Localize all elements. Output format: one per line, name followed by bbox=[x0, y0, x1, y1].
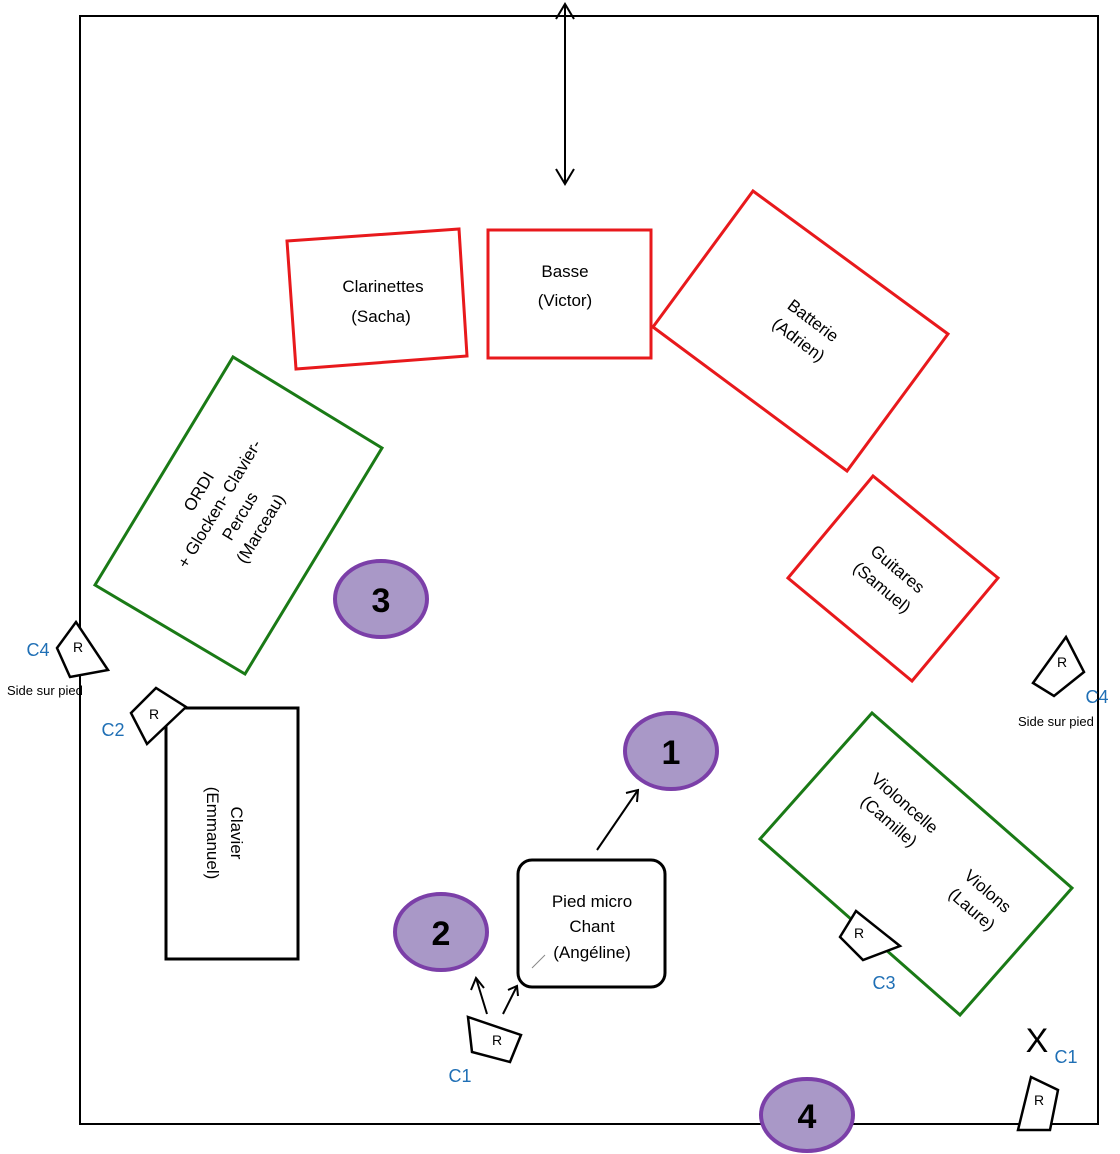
camera-c2-r: R bbox=[149, 706, 159, 722]
camera-c3: R C3 bbox=[838, 909, 903, 993]
camera-c3-r: R bbox=[854, 925, 864, 941]
side-right-label: Side sur pied bbox=[1018, 714, 1094, 729]
camera-c4-right: R C4 Side sur pied bbox=[1018, 634, 1109, 729]
chant-label: Pied micro bbox=[552, 892, 632, 911]
clarinettes-label: Clarinettes bbox=[342, 277, 423, 296]
clavier-label: Clavier bbox=[227, 807, 246, 860]
position-2: 2 bbox=[393, 892, 489, 972]
camera-c1-right-label: C1 bbox=[1054, 1047, 1077, 1067]
x-marker: X bbox=[1026, 1022, 1049, 1060]
position-4-number: 4 bbox=[798, 1098, 817, 1136]
zone-basse: Basse (Victor) bbox=[486, 228, 653, 360]
entrance-double-arrow bbox=[555, 2, 575, 186]
camera-c1-bottom: R C1 bbox=[448, 1015, 523, 1086]
chant-singer: (Angéline) bbox=[553, 943, 631, 962]
position-3-number: 3 bbox=[372, 582, 391, 620]
camera-c3-label: C3 bbox=[872, 973, 895, 993]
arrow-chant-to-1 bbox=[596, 788, 640, 851]
zone-batterie: Batterie (Adrien) bbox=[650, 188, 951, 474]
position-1-number: 1 bbox=[662, 734, 681, 772]
clarinettes-player: (Sacha) bbox=[351, 307, 411, 326]
position-4: 4 bbox=[759, 1077, 855, 1153]
camera-c4-left-r: R bbox=[73, 639, 83, 655]
camera-c1-bottom-r: R bbox=[492, 1032, 502, 1048]
zone-ordi: ORDI + Glocken- Clavier- Percus (Marceau… bbox=[92, 354, 385, 677]
position-3: 3 bbox=[333, 559, 429, 639]
camera-c1-bottom-label: C1 bbox=[448, 1066, 471, 1086]
chant-sub: Chant bbox=[569, 917, 615, 936]
basse-label: Basse bbox=[541, 262, 588, 281]
mic-stroke bbox=[531, 954, 546, 969]
basse-player: (Victor) bbox=[538, 291, 592, 310]
side-left-label: Side sur pied bbox=[7, 683, 83, 698]
camera-c2-label: C2 bbox=[101, 720, 124, 740]
clavier-player: (Emmanuel) bbox=[203, 787, 222, 880]
zone-clarinettes: Clarinettes (Sacha) bbox=[285, 227, 469, 371]
camera-c4-right-r: R bbox=[1057, 654, 1067, 670]
zone-chant: Pied micro Chant (Angéline) bbox=[516, 858, 667, 989]
arrow-c1-to-chant bbox=[502, 984, 519, 1015]
arrow-c1-to-2 bbox=[470, 976, 488, 1015]
camera-c1-corner: X C1 R bbox=[1016, 1022, 1078, 1132]
position-2-number: 2 bbox=[432, 915, 451, 953]
position-1: 1 bbox=[623, 711, 719, 791]
zone-guitares: Guitares (Samuel) bbox=[785, 473, 1001, 684]
zone-cordes: Violoncelle (Camille) Violons (Laure) bbox=[757, 710, 1075, 1018]
camera-c1-corner-r: R bbox=[1034, 1092, 1044, 1108]
room-outline bbox=[79, 15, 1099, 1125]
camera-c4-left-label: C4 bbox=[26, 640, 49, 660]
camera-c4-right-label: C4 bbox=[1085, 687, 1108, 707]
camera-c4-left: R C4 Side sur pied bbox=[7, 619, 111, 698]
camera-c2: R C2 bbox=[101, 686, 189, 747]
zone-clavier: Clavier (Emmanuel) bbox=[164, 706, 300, 961]
